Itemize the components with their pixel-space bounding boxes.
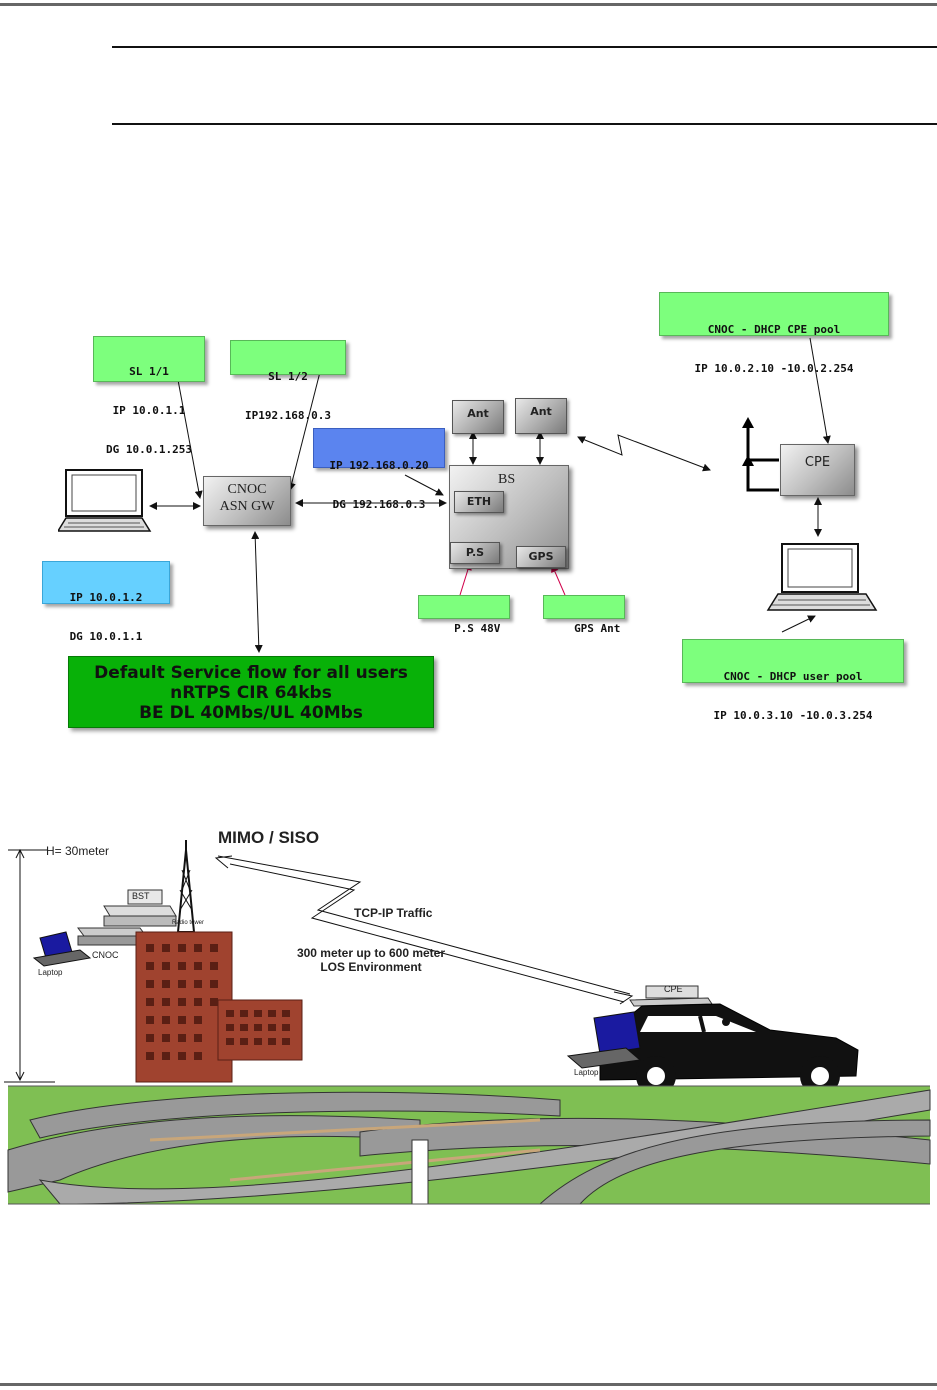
- laptop-left-label: Laptop: [38, 968, 63, 977]
- sl12-label: SL 1/2 IP192.168.0.3: [230, 340, 346, 422]
- cnoc-scene-label: CNOC: [92, 950, 119, 960]
- sl11-line1: SL 1/1: [129, 365, 169, 378]
- bs-label: BS: [498, 472, 516, 487]
- ps-port: P.S: [450, 542, 500, 564]
- cnoc-asn-gw-node: CNOC ASN GW: [203, 476, 291, 526]
- laptop-icon-left: [58, 469, 152, 532]
- cpe-pool-line2: IP 10.0.2.10 -10.0.2.254: [694, 362, 854, 375]
- top-border: [0, 3, 937, 6]
- scene-artwork: [4, 840, 931, 1205]
- antenna-2-label: Ant: [530, 405, 552, 418]
- user-pool-label: CNOC - DHCP user pool IP 10.0.3.10 -10.0…: [682, 639, 904, 722]
- radio-tower-label: Radio tower: [172, 920, 205, 926]
- ps48-text: P.S 48V: [454, 622, 501, 635]
- sl11-line2: IP 10.0.1.1: [112, 404, 186, 417]
- gps-ant-label: GPS Ant: [543, 595, 625, 635]
- laptop-ip-line2: DG 10.0.1.1: [69, 630, 143, 643]
- service-flow-line2: nRTPS CIR 64kbs: [170, 683, 332, 703]
- eth-port: ETH: [454, 491, 504, 513]
- bs-ip-line2: DG 192.168.0.3: [332, 498, 426, 511]
- cnoc-line1: CNOC: [227, 482, 267, 497]
- distance-line2: LOS Environment: [320, 960, 422, 974]
- ps48-label: P.S 48V: [418, 595, 510, 635]
- gps-label: GPS: [528, 550, 554, 563]
- laptop-ip-line1: IP 10.0.1.2: [69, 591, 143, 604]
- service-flow-line3: BE DL 40Mbs/UL 40Mbs: [139, 703, 363, 723]
- cpe-pool-label: CNOC - DHCP CPE pool IP 10.0.2.10 -10.0.…: [659, 292, 889, 375]
- laptop-right-label: Laptop: [574, 1068, 599, 1077]
- antenna-1-label: Ant: [467, 407, 489, 420]
- cpe-label: CPE: [804, 455, 831, 470]
- cnoc-line2: ASN GW: [219, 499, 275, 514]
- bs-ip-label: IP 192.168.0.20 DG 192.168.0.3: [313, 428, 445, 511]
- user-pool-line1: CNOC - DHCP user pool: [723, 670, 863, 683]
- laptop-ip-label: IP 10.0.1.2 DG 10.0.1.1: [42, 561, 170, 643]
- sl12-line2: IP192.168.0.3: [244, 409, 332, 422]
- bs-node: BS ETH P.S GPS: [449, 465, 569, 569]
- distance-label: 300 meter up to 600 meter LOS Environmen…: [266, 946, 476, 974]
- service-flow-line1: Default Service flow for all users: [94, 663, 408, 683]
- cpe-scene-label: CPE: [664, 984, 683, 994]
- header-rule-bottom: [112, 123, 937, 125]
- traffic-label: TCP-IP Traffic: [354, 906, 433, 920]
- height-label: H= 30meter: [46, 844, 110, 858]
- eth-label: ETH: [466, 495, 492, 508]
- distance-line1: 300 meter up to 600 meter: [296, 946, 446, 960]
- sl12-line1: SL 1/2: [268, 370, 308, 383]
- sl11-line3: DG 10.0.1.253: [105, 443, 193, 456]
- gps-port: GPS: [516, 546, 566, 568]
- deployment-scene: H= 30meter MIMO / SISO BST Radio tower C…: [0, 820, 937, 1210]
- header-rule-top: [112, 46, 937, 48]
- laptop-icon-right: [766, 543, 878, 611]
- user-pool-line2: IP 10.0.3.10 -10.0.3.254: [713, 709, 873, 722]
- cpe-pool-line1: CNOC - DHCP CPE pool: [707, 323, 841, 336]
- ps-label: P.S: [465, 546, 485, 559]
- cpe-node: CPE: [780, 444, 855, 496]
- antenna-1: Ant: [452, 400, 504, 434]
- antenna-2: Ant: [515, 398, 567, 434]
- mimo-siso-label: MIMO / SISO: [218, 828, 320, 847]
- sl11-label: SL 1/1 IP 10.0.1.1 DG 10.0.1.253: [93, 336, 205, 456]
- network-diagram: SL 1/1 IP 10.0.1.1 DG 10.0.1.253 SL 1/2 …: [0, 280, 937, 740]
- service-flow-banner: Default Service flow for all users nRTPS…: [68, 656, 434, 728]
- bs-ip-line1: IP 192.168.0.20: [329, 459, 429, 472]
- bottom-border: [0, 1383, 937, 1386]
- gps-ant-text: GPS Ant: [574, 622, 621, 635]
- bst-label: BST: [132, 891, 150, 901]
